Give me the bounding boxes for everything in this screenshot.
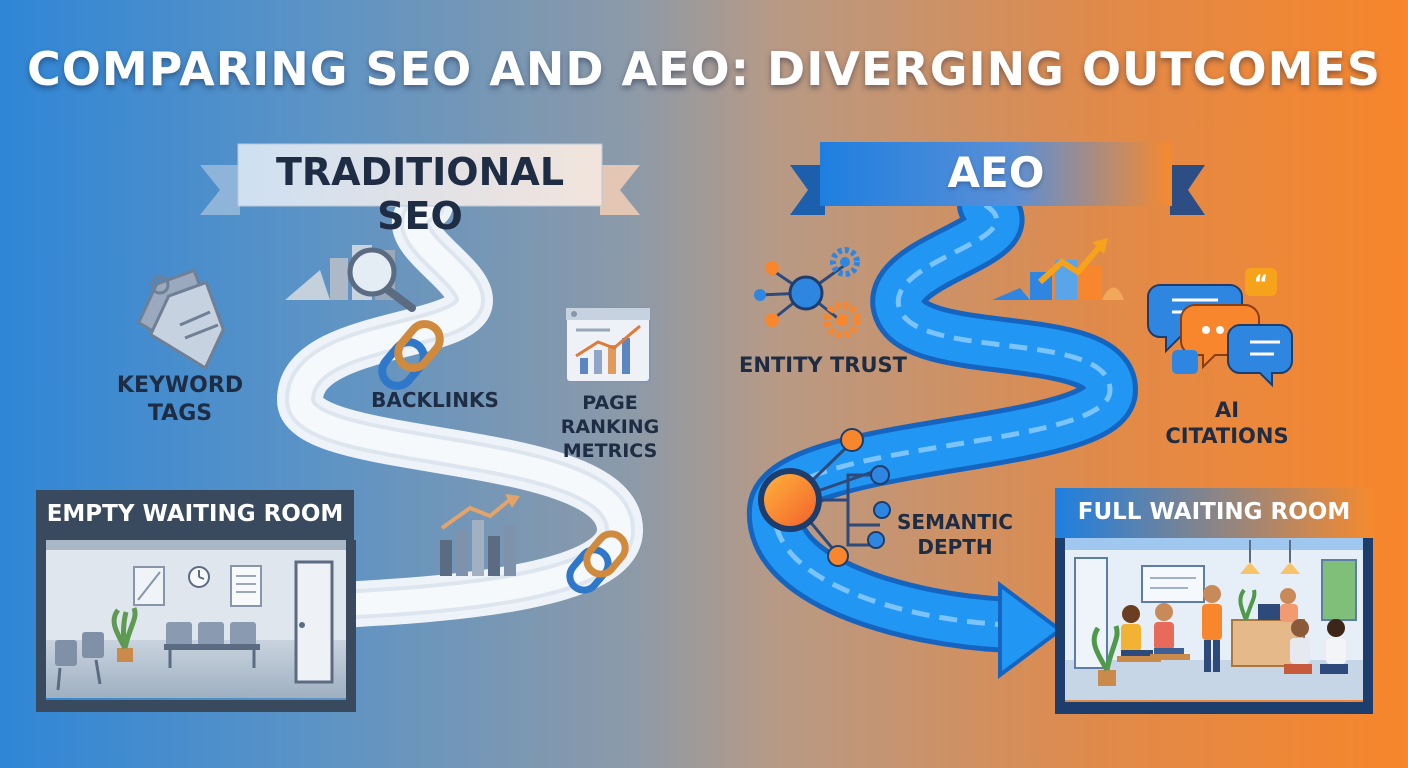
chain-icon-road [566, 530, 629, 594]
backlinks-label: BACKLINKS [371, 388, 499, 412]
seo-road [276, 182, 644, 628]
ai-citations-label: AI CITATIONS [1165, 398, 1289, 449]
page-ranking-metrics-label: PAGE RANKING METRICS [560, 392, 660, 462]
rising-chart-icon [992, 238, 1124, 300]
semantic-depth-label: SEMANTIC DEPTH [897, 510, 1013, 559]
chat-bubbles-icon: “ [1147, 268, 1293, 388]
svg-text:“: “ [1254, 272, 1268, 297]
traditional-seo-banner [200, 143, 640, 215]
traditional-seo-banner-text: TRADITIONAL SEO [275, 150, 565, 238]
aeo-banner [790, 142, 1205, 215]
full-waiting-room [1055, 488, 1373, 714]
search-chart-icon [285, 245, 416, 312]
chain-link-icon [378, 320, 444, 390]
entity-trust-label: ENTITY TRUST [739, 353, 907, 377]
keyword-tags-label: KEYWORD TAGS [116, 373, 244, 426]
empty-waiting-room-label: EMPTY WAITING ROOM [46, 501, 344, 527]
page-title: COMPARING SEO AND AEO: DIVERGING OUTCOME… [27, 42, 1381, 96]
full-waiting-room-label: FULL WAITING ROOM [1077, 499, 1351, 525]
tag-icon [136, 268, 225, 371]
aeo-banner-text: AEO [947, 148, 1045, 197]
network-gears-icon [754, 247, 861, 339]
growth-chart-icon [440, 494, 520, 576]
aeo-road [747, 177, 1139, 679]
empty-waiting-room [36, 490, 356, 712]
ranking-dashboard-icon [565, 307, 651, 383]
semantic-depth-network-icon [758, 428, 891, 567]
